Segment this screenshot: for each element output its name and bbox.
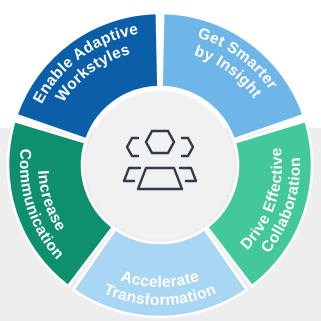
wheel-segment bbox=[14, 11, 160, 141]
hub-circle bbox=[86, 91, 234, 239]
wheel-segment bbox=[71, 227, 249, 319]
wheel-segment bbox=[205, 119, 314, 288]
wheel-segment bbox=[160, 11, 306, 141]
team-people-icon bbox=[122, 129, 198, 191]
segment-label-line1: Accelerate bbox=[119, 268, 201, 291]
wheel-segment bbox=[6, 119, 115, 288]
wheel-segments bbox=[6, 11, 314, 319]
